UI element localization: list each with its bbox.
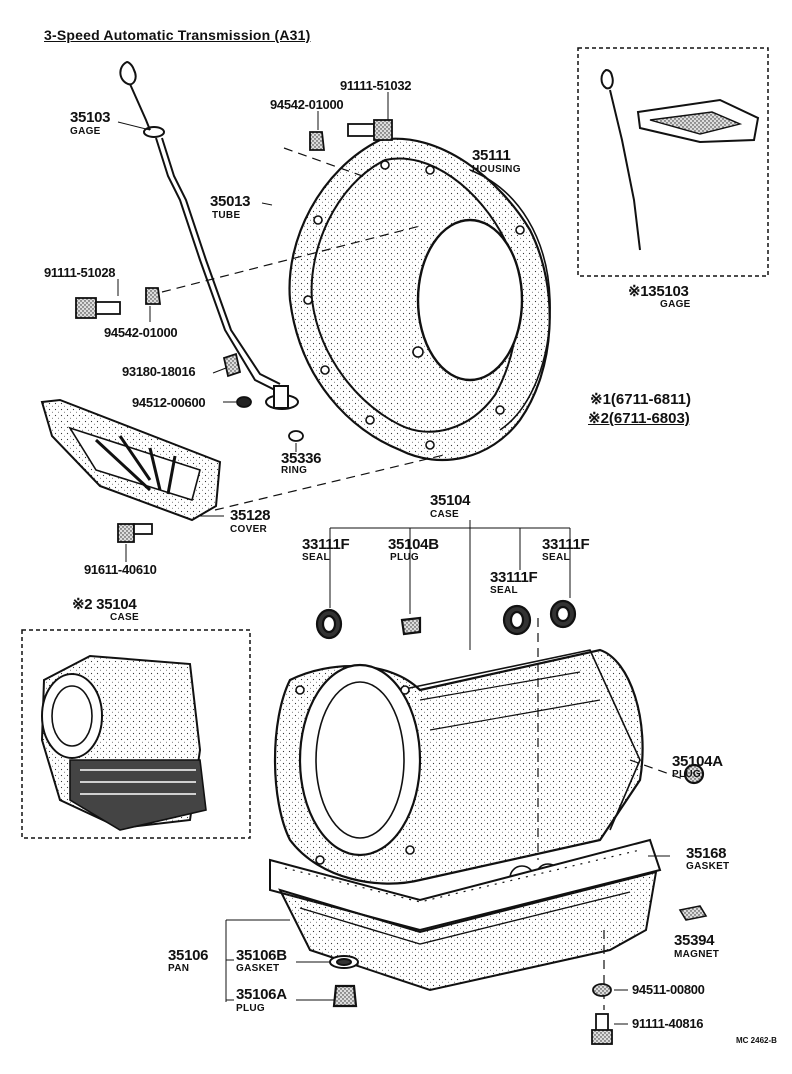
drawing-code: MC 2462-B	[736, 1036, 777, 1045]
magnet-icon	[678, 905, 708, 921]
part-no-35336: 35336	[281, 450, 322, 467]
part-no-35106b: 35106B	[236, 947, 287, 964]
part-name-ring: RING	[281, 465, 308, 476]
part-name-magnet: MAGNET	[674, 949, 720, 960]
part-no-33111f-middle: 33111F	[490, 569, 538, 586]
part-no-35104: 35104	[430, 492, 471, 509]
part-no-91611-40610: 91611-40610	[84, 562, 157, 577]
part-name-plug-35104b: PLUG	[390, 552, 419, 563]
diagram-title: 3-Speed Automatic Transmission (A31)	[44, 27, 311, 43]
inset-case-frame	[21, 629, 251, 839]
part-no-94511-00800: 94511-00800	[632, 982, 705, 997]
part-name-pan: PAN	[168, 963, 190, 974]
part-name-plug-35106a: PLUG	[236, 1003, 265, 1014]
part-no-93180-18016: 93180-18016	[122, 364, 196, 379]
inset-case-part-name: CASE	[110, 612, 139, 623]
bellhousing-drawing	[288, 137, 551, 462]
part-no-35104a: 35104A	[672, 753, 723, 770]
part-no-35394: 35394	[674, 932, 715, 949]
inset-case-part-no: ※2 35104	[72, 596, 137, 613]
inset-gage-part-no: ※135103	[628, 283, 689, 300]
note-2-date-range: ※2(6711-6803)	[588, 410, 690, 427]
part-name-gage: GAGE	[70, 126, 101, 137]
part-no-35013: 35013	[210, 193, 251, 210]
part-no-35168: 35168	[686, 845, 727, 862]
part-name-seal-left: SEAL	[302, 552, 330, 563]
inset-case-drawing	[40, 654, 207, 831]
part-no-94512-00600: 94512-00600	[132, 395, 206, 410]
part-name-seal-right: SEAL	[542, 552, 570, 563]
part-no-35106a: 35106A	[236, 986, 287, 1003]
part-no-33111f-left: 33111F	[302, 536, 350, 553]
note-1-date-range: ※1(6711-6811)	[590, 391, 691, 408]
plug-icon	[332, 616, 705, 1008]
inset-gage-frame	[577, 47, 769, 277]
part-no-91111-51032: 91111-51032	[340, 78, 412, 93]
inset-gage-drawing	[600, 68, 760, 251]
part-name-tube: TUBE	[212, 210, 241, 221]
cover-plate-drawing	[40, 398, 222, 522]
part-name-gasket-35168: GASKET	[686, 861, 730, 872]
part-no-35128: 35128	[230, 507, 271, 524]
part-no-94542-upper: 94542-01000	[270, 97, 344, 112]
part-name-case: CASE	[430, 509, 459, 520]
part-no-94542-lower: 94542-01000	[104, 325, 178, 340]
oil-pan-drawing	[269, 838, 662, 992]
seal-ring-icon	[315, 599, 577, 640]
part-name-seal-middle: SEAL	[490, 585, 518, 596]
bolt-icon	[75, 119, 613, 1045]
part-no-91111-51028: 91111-51028	[44, 265, 116, 280]
part-no-35106: 35106	[168, 947, 209, 964]
part-name-housing: HOUSING	[472, 164, 521, 175]
dipstick-gage-drawing	[119, 60, 299, 410]
part-no-91111-40816: 91111-40816	[632, 1016, 704, 1031]
transmission-case-drawing	[273, 599, 705, 1008]
part-no-33111f-right: 33111F	[542, 536, 590, 553]
part-no-35111: 35111	[472, 147, 511, 164]
inset-gage-part-name: GAGE	[660, 299, 691, 310]
part-no-35103: 35103	[70, 109, 111, 126]
part-no-35104b: 35104B	[388, 536, 439, 553]
part-name-gasket-35106b: GASKET	[236, 963, 280, 974]
part-name-plug-35104a: PLUG	[672, 769, 701, 780]
part-name-cover: COVER	[230, 524, 268, 535]
